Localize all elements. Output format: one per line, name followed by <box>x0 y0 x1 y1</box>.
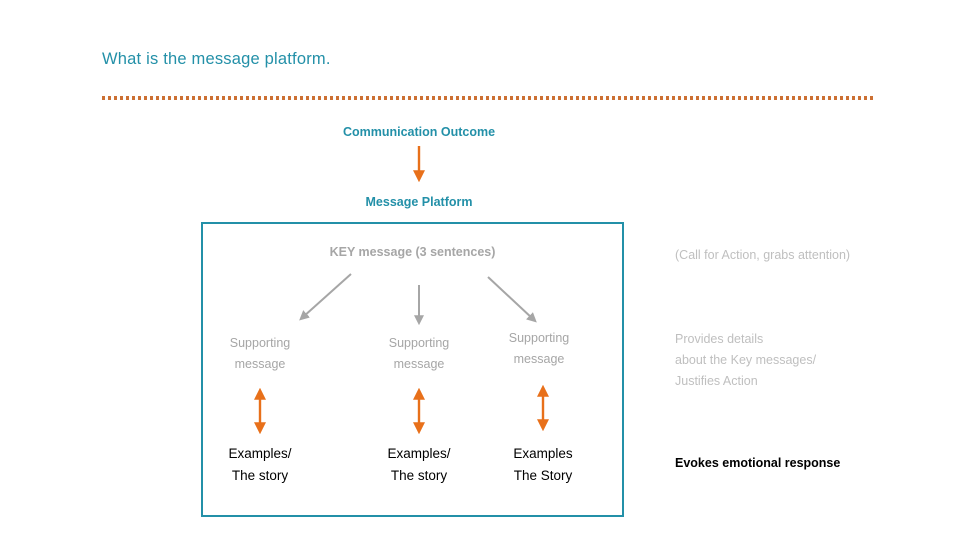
examples-1-line1: Examples/ <box>228 446 292 461</box>
communication-outcome-heading: Communication Outcome <box>342 125 496 139</box>
examples-2-line2: The story <box>390 468 448 483</box>
annotation-evokes-emotional-response: Evokes emotional response <box>675 456 841 470</box>
examples-1-line2: The story <box>231 468 289 483</box>
examples-1: Examples/ The story <box>195 443 325 487</box>
page-title: What is the message platform. <box>102 50 331 68</box>
annotation-provides-details-line3: Justifies Action <box>675 374 758 388</box>
message-platform-heading: Message Platform <box>365 195 473 209</box>
annotation-provides-details-line1: Provides details <box>675 332 764 346</box>
supporting-message-2-line2: message <box>393 357 445 371</box>
supporting-message-3-line1: Supporting <box>508 331 570 345</box>
examples-3-line1: Examples <box>513 446 573 461</box>
examples-3: Examples The Story <box>478 443 608 487</box>
supporting-message-3-line2: message <box>513 352 565 366</box>
key-message-label: KEY message (3 sentences) <box>329 245 496 259</box>
supporting-message-2-line1: Supporting <box>388 336 450 350</box>
supporting-message-3: Supporting message <box>474 328 604 370</box>
annotation-call-for-action: (Call for Action, grabs attention) <box>675 248 851 262</box>
examples-2-line1: Examples/ <box>387 446 451 461</box>
examples-3-line2: The Story <box>513 468 573 483</box>
supporting-message-1: Supporting message <box>195 333 325 375</box>
message-platform-box <box>201 222 624 517</box>
supporting-message-1-line1: Supporting <box>229 336 291 350</box>
supporting-message-2: Supporting message <box>354 333 484 375</box>
annotation-provides-details-line2: about the Key messages/ <box>675 353 817 367</box>
examples-2: Examples/ The story <box>354 443 484 487</box>
supporting-message-1-line2: message <box>234 357 286 371</box>
dotted-divider <box>102 96 876 100</box>
annotation-provides-details: Provides details about the Key messages/… <box>675 329 905 392</box>
